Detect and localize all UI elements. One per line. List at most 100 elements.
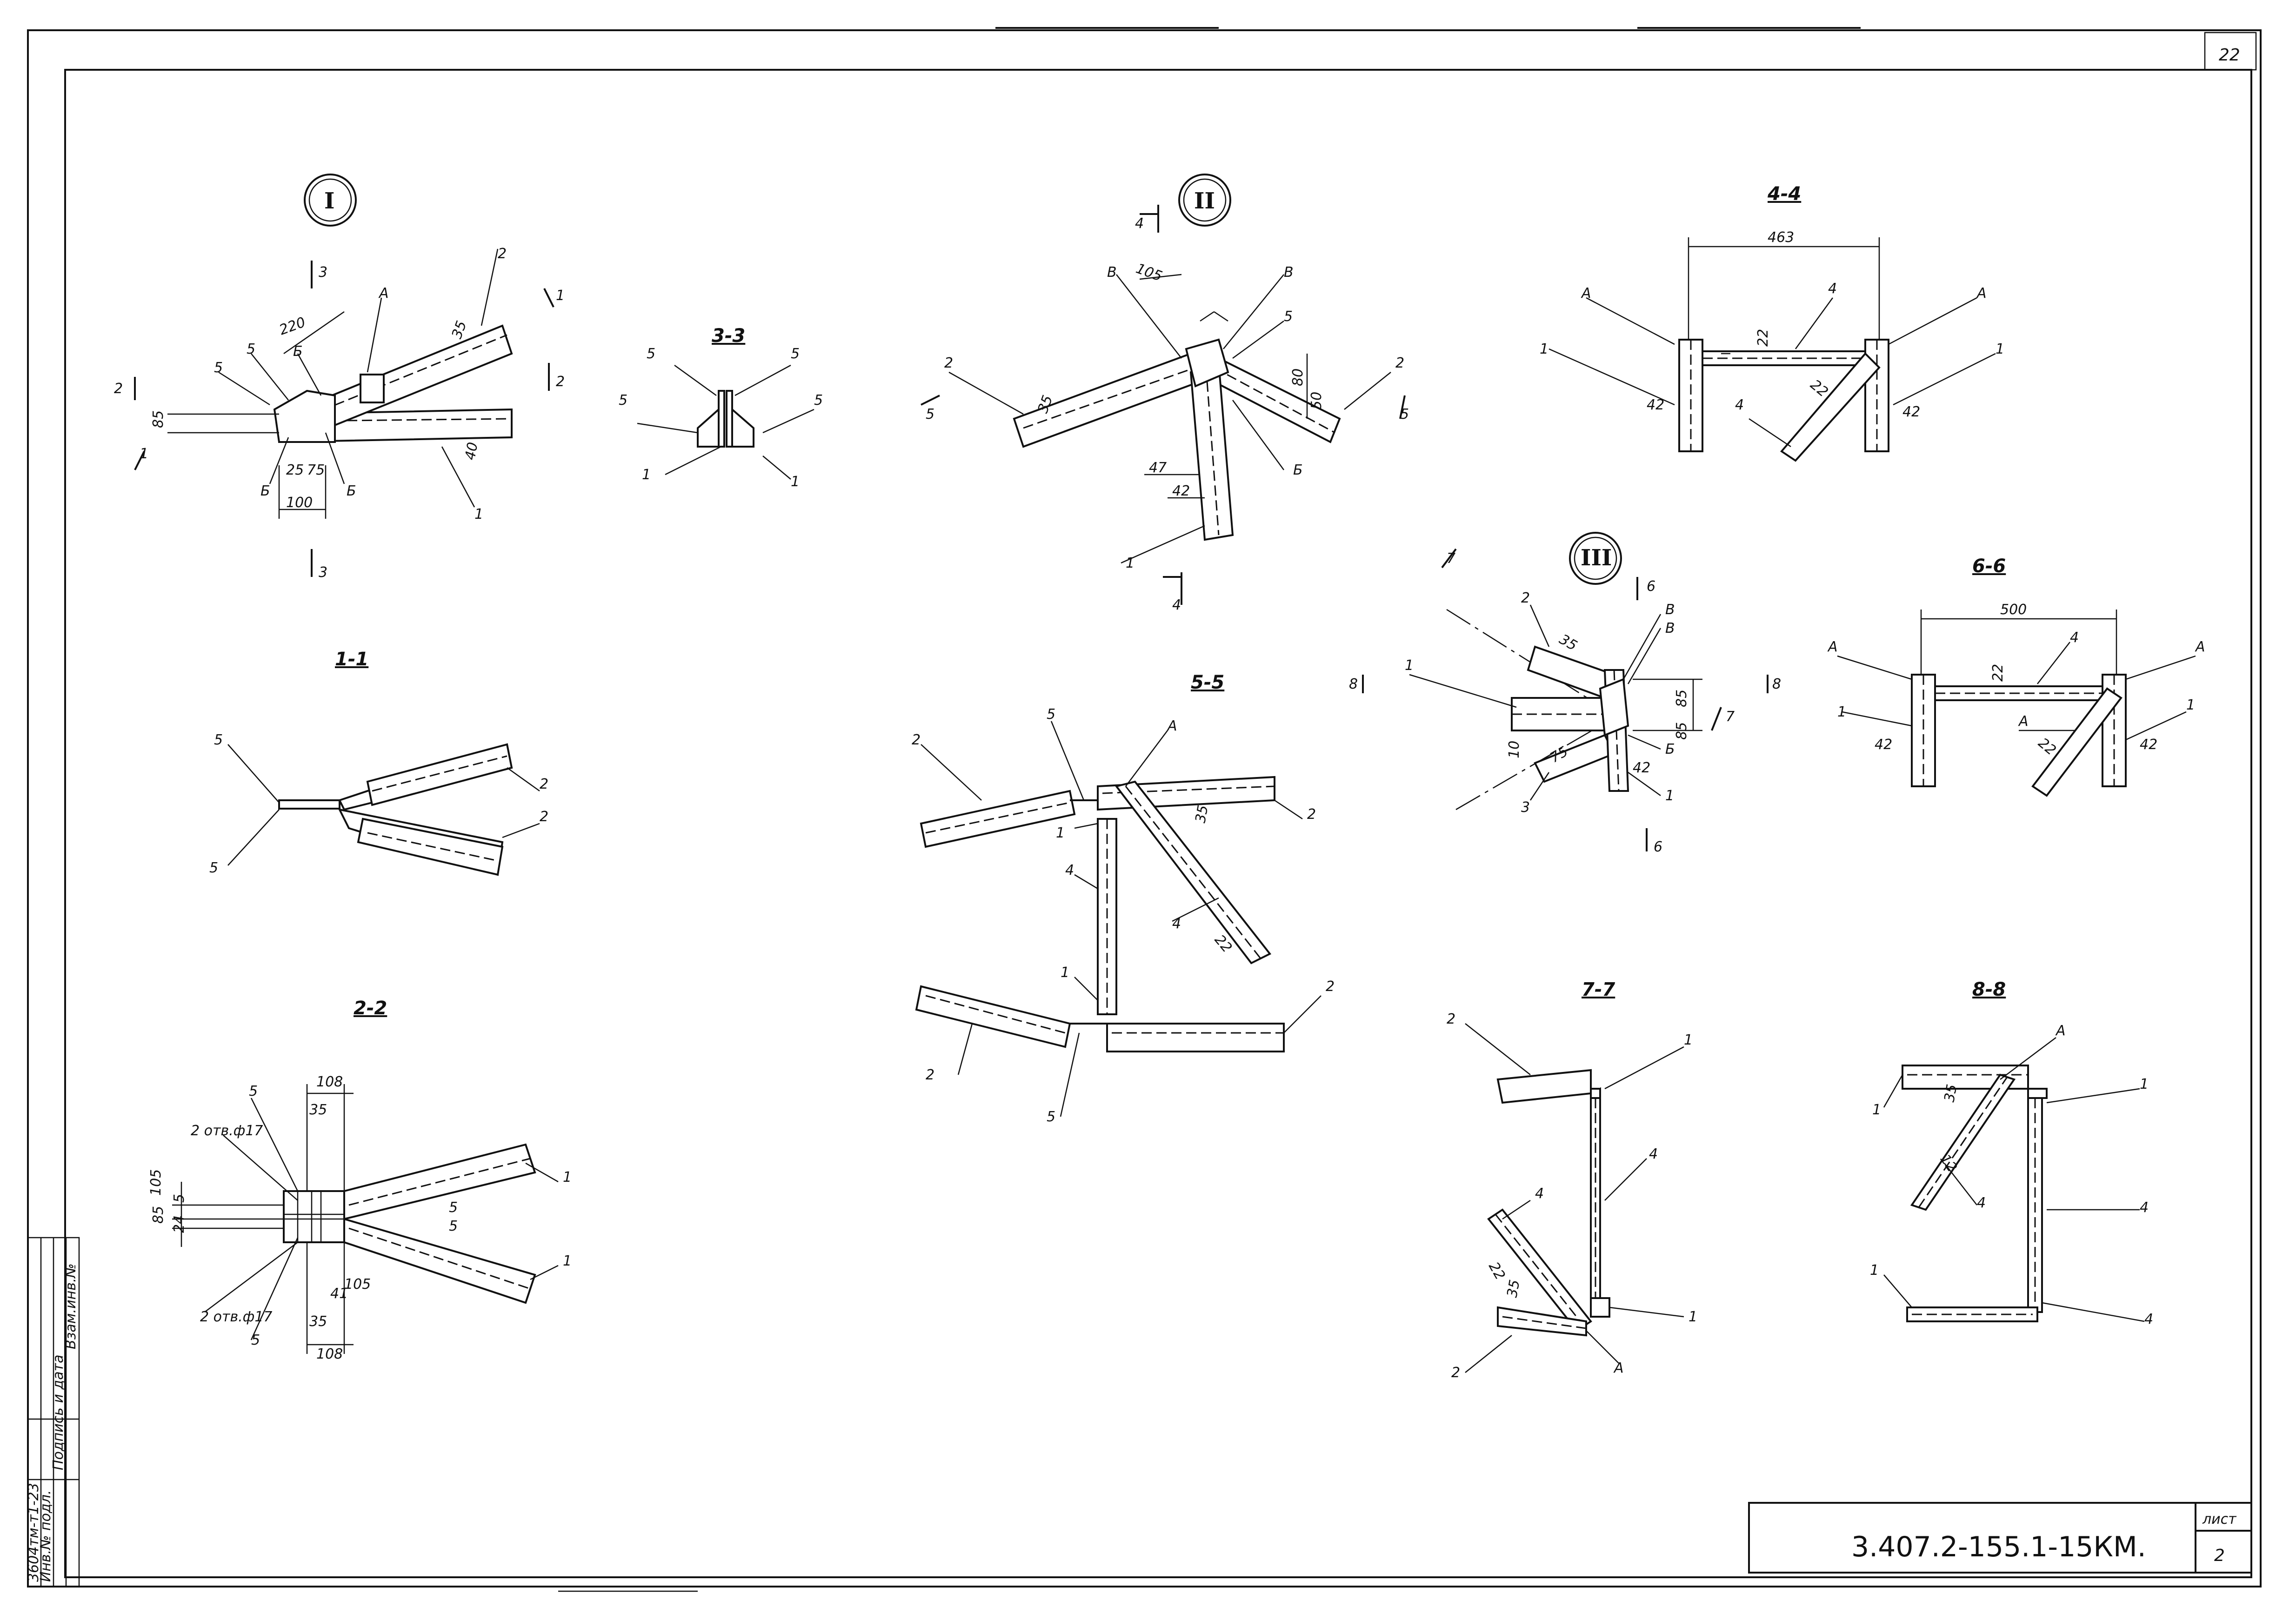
s11-p5a: 5 bbox=[214, 732, 223, 748]
node-I-d40: 40 bbox=[462, 441, 481, 462]
section-6-6-title: 6-6 bbox=[1972, 556, 2006, 577]
s22-p5c: 5 bbox=[449, 1199, 458, 1216]
s22-d5: 5 bbox=[171, 1194, 187, 1203]
s22-d24: 24 bbox=[171, 1215, 187, 1233]
s22-p5d: 5 bbox=[449, 1218, 458, 1234]
node-I-p1: 1 bbox=[474, 506, 483, 522]
node-I-cut3b: 3 bbox=[319, 564, 327, 581]
s22-d35b: 35 bbox=[309, 1313, 327, 1330]
side-stamp bbox=[27, 1237, 80, 1588]
s77-d35: 35 bbox=[1504, 1279, 1523, 1299]
node-II-d50: 50 bbox=[1308, 392, 1325, 409]
node-I-d220: 220 bbox=[277, 314, 308, 338]
s33-p5a: 5 bbox=[647, 346, 655, 362]
s55-p1b: 1 bbox=[1061, 965, 1069, 981]
s22-d85: 85 bbox=[150, 1206, 167, 1224]
s55-p4a: 4 bbox=[1065, 862, 1074, 878]
s77-pA: А bbox=[1613, 1360, 1624, 1376]
section-3-3 bbox=[637, 364, 814, 480]
s44-p4b: 4 bbox=[1735, 397, 1744, 413]
s55-pA: А bbox=[1167, 718, 1177, 734]
node-I bbox=[134, 174, 554, 577]
node-II-d47: 47 bbox=[1149, 460, 1167, 476]
s66-d22a: 22 bbox=[1990, 664, 2006, 682]
s88-p4b: 4 bbox=[1977, 1195, 1986, 1211]
s66-d42a: 42 bbox=[1875, 737, 1892, 753]
sheet-number-top: 22 bbox=[2219, 46, 2240, 65]
node-II-p2b: 2 bbox=[1395, 355, 1404, 371]
s44-d42a: 42 bbox=[1647, 397, 1664, 413]
node-II-d80: 80 bbox=[1290, 368, 1306, 386]
section-7-7-title: 7-7 bbox=[1582, 979, 1615, 1000]
s55-p2b: 2 bbox=[1307, 806, 1316, 823]
node-II-cut5b: 5 bbox=[1400, 406, 1409, 422]
node-II-roman: II bbox=[1194, 188, 1215, 214]
node-III-p2: 2 bbox=[1521, 590, 1530, 606]
s11-p2b: 2 bbox=[540, 809, 548, 825]
section-5-5-title: 5-5 bbox=[1191, 672, 1224, 693]
s33-p5c: 5 bbox=[619, 392, 627, 409]
s88-d35: 35 bbox=[1941, 1083, 1960, 1104]
node-I-cut1a: 1 bbox=[140, 446, 148, 462]
node-II bbox=[921, 174, 1406, 605]
node-III-p1a: 1 bbox=[1405, 657, 1414, 674]
node-III-d42: 42 bbox=[1633, 760, 1650, 776]
sheet-label: лист bbox=[2202, 1511, 2237, 1527]
drawing-code: 3.407.2-155.1-15КМ. bbox=[1851, 1531, 2146, 1563]
node-II-pB2: В bbox=[1284, 264, 1294, 281]
s66-pAa: А bbox=[1827, 639, 1838, 655]
s22-d108a: 108 bbox=[316, 1074, 343, 1090]
s44-p4a: 4 bbox=[1828, 281, 1837, 297]
node-II-p5: 5 bbox=[1284, 308, 1293, 325]
s88-p1a: 1 bbox=[1872, 1102, 1881, 1118]
section-4-4 bbox=[1548, 237, 1996, 462]
node-I-cut3a: 3 bbox=[319, 264, 327, 281]
node-III-cut7b: 7 bbox=[1726, 709, 1735, 725]
node-III-cut8a: 8 bbox=[1349, 676, 1358, 692]
s44-d42b: 42 bbox=[1902, 404, 1920, 420]
node-I-cut2a: 2 bbox=[114, 381, 123, 397]
section-2-2-title: 2-2 bbox=[354, 998, 387, 1019]
s88-pA: А bbox=[2055, 1023, 2066, 1039]
s77-d22: 22 bbox=[1485, 1259, 1508, 1283]
s44-pAa: А bbox=[1581, 285, 1591, 301]
s66-pAc: А bbox=[2018, 713, 2029, 730]
node-II-pB1: В bbox=[1107, 264, 1117, 281]
s77-p1a: 1 bbox=[1684, 1032, 1693, 1048]
node-III-cut7a: 7 bbox=[1447, 550, 1455, 567]
s55-p5a: 5 bbox=[1047, 706, 1055, 723]
s44-p1a: 1 bbox=[1540, 341, 1548, 357]
s44-p1b: 1 bbox=[1996, 341, 2004, 357]
sheet-value: 2 bbox=[2214, 1546, 2225, 1565]
s88-p1c: 1 bbox=[1870, 1262, 1879, 1279]
s11-p5b: 5 bbox=[209, 860, 218, 876]
node-III-d10: 10 bbox=[1506, 741, 1522, 758]
s55-p2a: 2 bbox=[912, 732, 921, 748]
s66-p1b: 1 bbox=[2186, 697, 2195, 713]
s66-d500: 500 bbox=[2000, 602, 2027, 618]
node-III-p1b: 1 bbox=[1665, 788, 1674, 804]
s77-p4b: 4 bbox=[1535, 1186, 1544, 1202]
s55-d35: 35 bbox=[1192, 804, 1211, 824]
node-III-d85b: 85 bbox=[1674, 722, 1690, 740]
s77-p1b: 1 bbox=[1689, 1309, 1697, 1325]
section-7-7 bbox=[1465, 1023, 1684, 1373]
node-III-d85a: 85 bbox=[1674, 690, 1690, 707]
node-II-d42: 42 bbox=[1172, 483, 1190, 499]
node-III-cut8b: 8 bbox=[1772, 676, 1781, 692]
node-I-cut2b: 2 bbox=[556, 374, 565, 390]
node-I-d75: 75 bbox=[307, 462, 325, 478]
section-1-1 bbox=[227, 743, 540, 876]
s22-hole-top: 2 отв.ф17 bbox=[191, 1123, 263, 1139]
s88-p4c: 4 bbox=[2144, 1311, 2153, 1327]
node-II-d105: 105 bbox=[1134, 261, 1164, 285]
node-I-p6a: Б bbox=[260, 483, 270, 499]
s33-p5d: 5 bbox=[814, 392, 823, 409]
s22-d108b: 108 bbox=[316, 1346, 343, 1362]
node-III-roman: III bbox=[1581, 545, 1612, 571]
node-III-p3: 3 bbox=[1521, 799, 1530, 816]
node-II-p2a: 2 bbox=[944, 355, 953, 371]
s44-d463: 463 bbox=[1768, 229, 1794, 246]
s55-p5b: 5 bbox=[1047, 1109, 1055, 1125]
s22-p1a: 1 bbox=[563, 1169, 572, 1186]
